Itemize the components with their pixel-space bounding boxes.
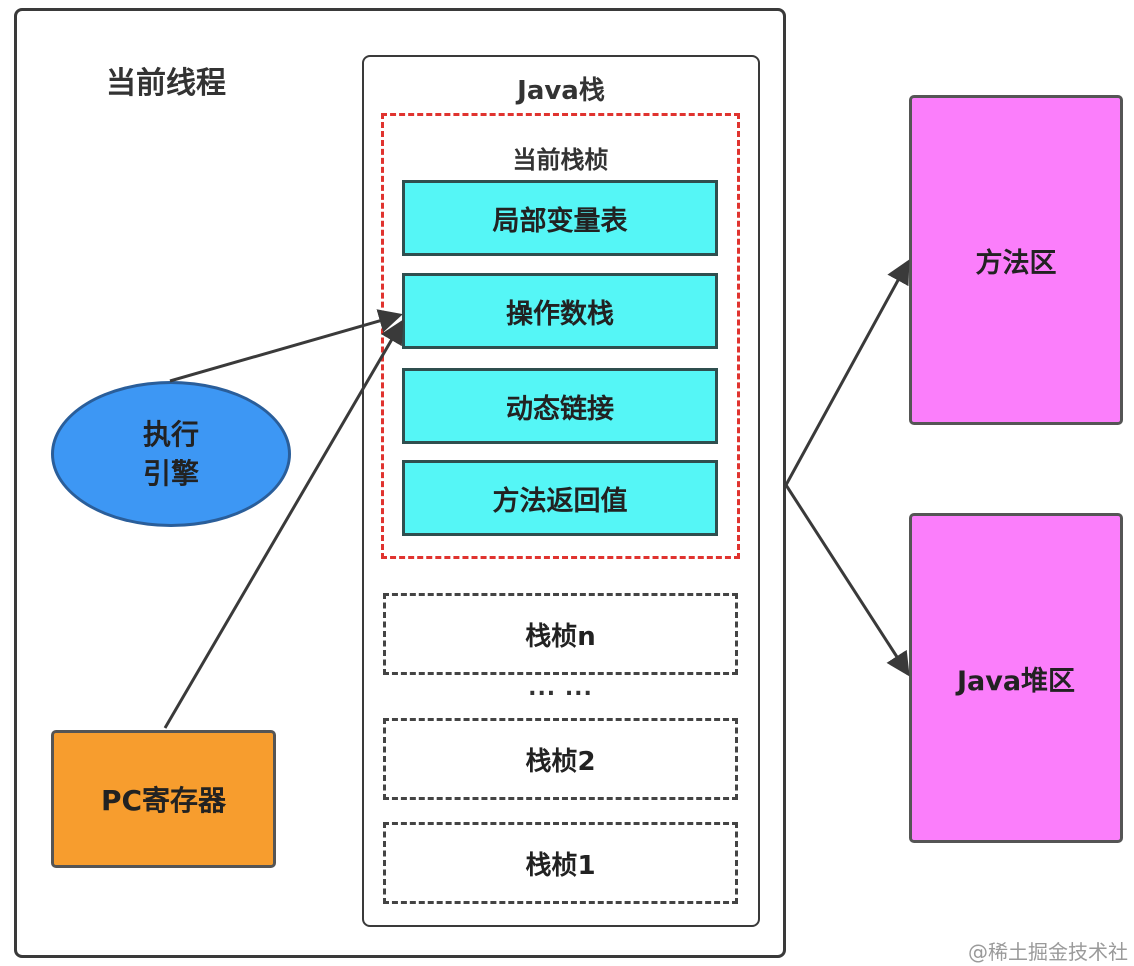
current-frame-title: 当前栈桢 xyxy=(512,146,609,174)
local-variable-table: 局部变量表 xyxy=(402,180,718,256)
dynamic-linking: 动态链接 xyxy=(402,368,718,444)
stack-to-method-area-arrow xyxy=(784,259,910,486)
stack-frame-1: 栈桢1 xyxy=(383,822,738,904)
stack-to-java-heap-arrow xyxy=(784,484,910,677)
engine-to-operand-stack-arrow xyxy=(169,309,403,383)
pc-to-operand-stack-arrow xyxy=(163,319,404,729)
execution-engine-ellipse: 执行 引擎 xyxy=(51,381,291,527)
stack-frame-ellipsis: ... ... xyxy=(528,676,593,701)
execution-engine-label-line2: 引擎 xyxy=(142,457,199,490)
method-area-box: 方法区 xyxy=(909,95,1123,425)
operand-stack: 操作数栈 xyxy=(402,273,718,349)
execution-engine-label-line1: 执行 xyxy=(142,417,199,451)
return-address: 方法返回值 xyxy=(402,460,718,536)
current-thread-title: 当前线程 xyxy=(106,66,226,101)
pc-register-box: PC寄存器 xyxy=(51,730,276,868)
java-heap-box: Java堆区 xyxy=(909,513,1123,843)
watermark: @稀土掘金技术社区 xyxy=(968,940,1128,964)
java-stack-title: Java栈 xyxy=(517,76,605,106)
stack-frame-2: 栈桢2 xyxy=(383,718,738,800)
stack-frame-n: 栈桢n xyxy=(383,593,738,675)
